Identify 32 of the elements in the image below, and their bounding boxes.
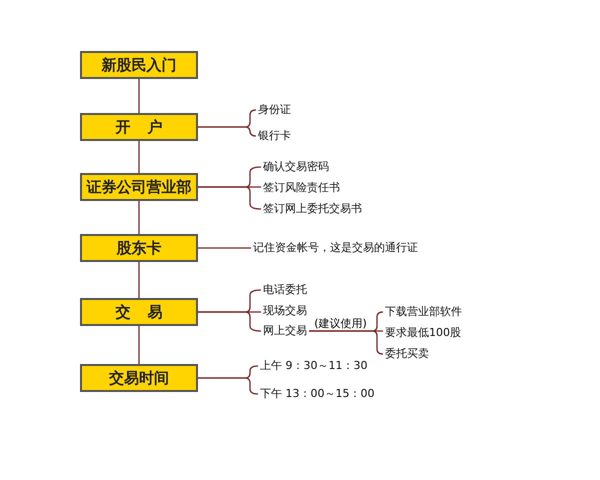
process-box: 开 户 bbox=[80, 113, 198, 141]
edge-label: (建议使用) bbox=[313, 318, 368, 330]
connector-line bbox=[138, 141, 140, 173]
item-text: 现场交易 bbox=[263, 304, 307, 318]
process-box: 股东卡 bbox=[80, 234, 198, 262]
item-text: 委托买卖 bbox=[385, 347, 429, 361]
item-text: 记住资金帐号，这是交易的通行证 bbox=[253, 241, 418, 255]
process-box: 交 易 bbox=[80, 298, 198, 326]
process-box: 新股民入门 bbox=[80, 51, 198, 79]
item-text: 下载营业部软件 bbox=[385, 305, 462, 319]
connector-line bbox=[138, 201, 140, 234]
item-text: 网上交易 bbox=[263, 324, 307, 338]
connector-line bbox=[309, 330, 384, 355]
item-text: 签订风险责任书 bbox=[263, 181, 340, 195]
process-box: 交易时间 bbox=[80, 364, 198, 392]
item-text: 要求最低100股 bbox=[385, 326, 461, 340]
connector-line bbox=[198, 186, 262, 210]
item-text: 确认交易密码 bbox=[263, 160, 329, 174]
item-text: 身份证 bbox=[258, 103, 291, 117]
item-text: 上午 9：30～11：30 bbox=[260, 359, 368, 373]
connector-line bbox=[198, 247, 251, 249]
connector-line bbox=[198, 311, 262, 332]
connector-line bbox=[198, 377, 258, 395]
connector-line bbox=[138, 262, 140, 298]
connector-line bbox=[138, 79, 140, 113]
item-text: 下午 13：00～15：00 bbox=[260, 387, 374, 401]
item-text: 银行卡 bbox=[258, 129, 291, 143]
item-text: 签订网上委托交易书 bbox=[263, 202, 362, 216]
item-text: 电话委托 bbox=[263, 283, 307, 297]
connector-line bbox=[138, 326, 140, 364]
process-box: 证券公司营业部 bbox=[80, 173, 198, 201]
connector-line bbox=[198, 126, 256, 137]
